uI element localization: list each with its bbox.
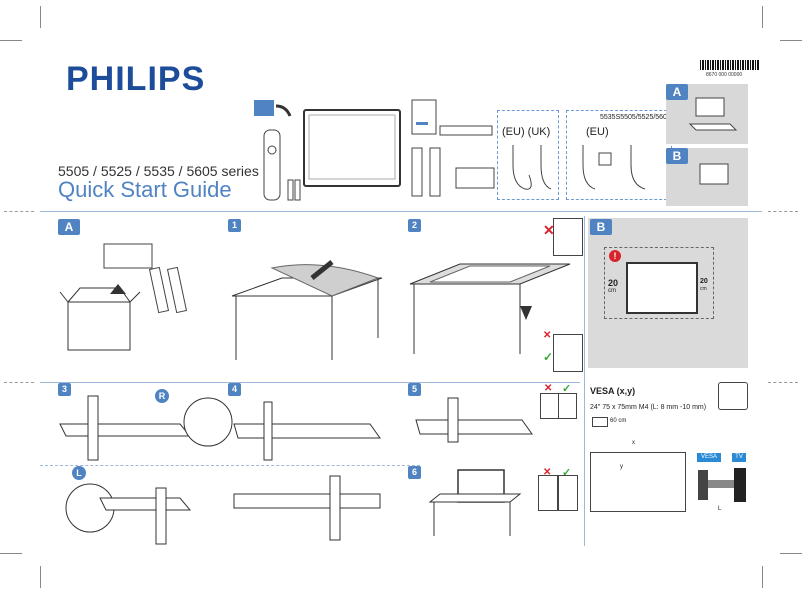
step-6-badge: 6 — [408, 466, 421, 479]
series-text: 5505 / 5525 / 5535 / 5605 series — [58, 163, 259, 179]
tv-illustration — [303, 109, 401, 187]
crop-mark — [762, 566, 763, 588]
clearance-left-unit: cm — [608, 288, 616, 294]
tilt-right-box — [558, 475, 578, 511]
fold-mark — [4, 211, 34, 212]
crop-mark — [0, 553, 22, 554]
step-2-badge: 2 — [408, 219, 421, 232]
fold-mark — [4, 382, 34, 383]
screw-length-label: L — [718, 506, 722, 512]
tv-on-table-illustration — [428, 469, 522, 536]
divider — [40, 211, 762, 212]
wall-tv-icon — [699, 163, 729, 185]
cross-icon: ✕ — [543, 467, 552, 478]
clearance-right-value: 20 — [700, 278, 708, 285]
cable-icon — [592, 417, 608, 427]
batteries-illustration — [287, 179, 301, 201]
vesa-x-label: x — [632, 440, 635, 446]
tv-facedown-illustration — [409, 263, 571, 354]
row-divider — [40, 382, 580, 383]
column-divider — [584, 216, 585, 546]
tv-tag: TV — [732, 453, 746, 462]
foot-insert-bottom-illustration — [233, 475, 381, 541]
crop-mark — [780, 553, 802, 554]
tv-stand-bar-illustration — [439, 125, 493, 136]
barcode — [700, 60, 760, 70]
manual-illustration — [411, 99, 437, 135]
clearance-left-value: 20 — [608, 278, 619, 288]
feet-icon — [148, 266, 188, 314]
step-1-badge: 1 — [228, 219, 241, 232]
placement-box — [553, 334, 583, 372]
vesa-pattern-box — [590, 452, 686, 512]
cords-label-eu-uk: (EU) (UK) — [502, 126, 551, 138]
step-4-badge: 4 — [228, 383, 241, 396]
screws-package-icon — [103, 243, 153, 269]
crop-mark — [780, 40, 802, 41]
cross-icon: ✕ — [543, 222, 555, 238]
table-tv-icon — [688, 97, 738, 131]
step-5-badge: 5 — [408, 383, 421, 396]
left-badge: L — [72, 466, 86, 480]
models-note: 5535S5505/5525/5605 — [600, 114, 671, 121]
vesa-mount-icon — [718, 382, 748, 410]
foot-insert-top-illustration — [233, 401, 381, 461]
screw-length-diagram — [698, 468, 746, 502]
vesa-spec: 24" 75 x 75mm M4 (L: 8 mm -10 mm) — [590, 404, 707, 411]
right-badge: R — [155, 389, 169, 403]
step-3-badge: 3 — [58, 383, 71, 396]
fold-mark — [768, 382, 798, 383]
header-badge-b: B — [666, 148, 688, 164]
cable-length: 60 cm — [610, 418, 627, 424]
page-title: Quick Start Guide — [58, 177, 232, 202]
brand-logo: PHILIPS — [66, 60, 206, 98]
crop-mark — [762, 6, 763, 28]
warning-icon: ! — [609, 250, 621, 262]
vesa-tag: VESA — [697, 453, 721, 462]
wall-tv — [626, 262, 698, 314]
cords-box-eu-uk — [497, 110, 559, 200]
check-icon: ✓ — [543, 350, 554, 364]
foot-attach-right-illustration — [59, 395, 233, 461]
clearance-outline — [604, 247, 714, 319]
screw-wrong-box — [540, 393, 559, 419]
feet-illustration — [411, 147, 441, 197]
vesa-y-label: y — [620, 464, 623, 470]
barcode-text: 8670 000 00000 — [706, 72, 743, 78]
clearance-right-unit: cm — [700, 286, 707, 292]
table-cloth-illustration — [231, 260, 383, 360]
cords-label-eu: (EU) — [586, 126, 609, 138]
check-icon: ✓ — [562, 383, 572, 395]
remote-illustration — [263, 129, 281, 201]
step-a-badge: A — [58, 219, 80, 235]
screws-illustration — [455, 167, 495, 189]
crop-mark — [40, 6, 41, 28]
cross-icon: ✕ — [544, 383, 553, 394]
check-icon: ✓ — [562, 467, 572, 479]
open-box-illustration — [59, 284, 141, 351]
header-badge-a: A — [666, 84, 688, 100]
bad-placement-box — [553, 218, 583, 256]
row-divider — [40, 465, 420, 466]
step-b-badge: B — [590, 219, 612, 235]
crop-mark — [0, 40, 22, 41]
tilt-wrong-box — [538, 475, 558, 511]
screw-right-box — [558, 393, 577, 419]
crop-mark — [40, 566, 41, 588]
foot-screw-illustration — [415, 397, 533, 443]
power-cord-icon — [512, 145, 552, 190]
stand-box-illustration — [254, 100, 292, 117]
cross-icon: ✕ — [543, 330, 552, 341]
vesa-title: VESA (x,y) — [590, 386, 636, 396]
fold-mark — [768, 211, 798, 212]
adapter-cord-icon — [582, 145, 646, 190]
foot-attach-left-illustration — [65, 483, 192, 545]
